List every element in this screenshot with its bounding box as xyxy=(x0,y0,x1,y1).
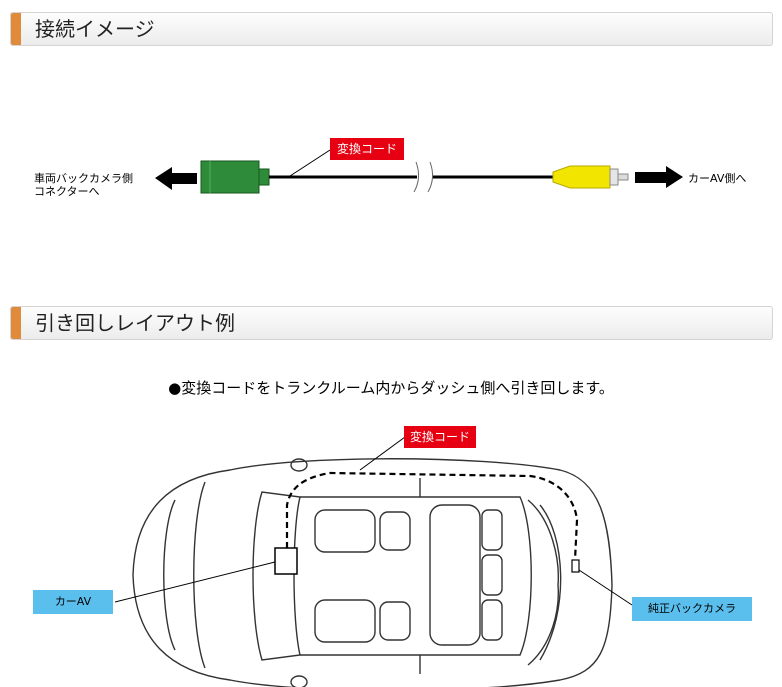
car-outline-icon xyxy=(132,458,613,687)
left-arrow-icon xyxy=(155,167,197,190)
cord-tag-top: 変換コード xyxy=(330,138,404,160)
rear-camera-icon xyxy=(571,559,580,573)
cord-tag-layout: 変換コード xyxy=(404,426,476,448)
cord-tag-pointer xyxy=(289,149,331,177)
section-title-connection: 接続イメージ xyxy=(35,17,155,41)
car-av-tag: カーAV xyxy=(33,590,113,614)
camera-tag: 純正バックカメラ xyxy=(632,597,752,621)
car-av-unit-icon xyxy=(274,547,298,575)
left-label-line1: 車両バックカメラ側 xyxy=(34,172,133,185)
right-label: カーAV側へ xyxy=(688,172,747,185)
cord-break-icon xyxy=(413,161,434,193)
rca-plug-icon xyxy=(552,165,629,189)
left-label-line2: コネクターへ xyxy=(34,185,100,198)
section-header-layout: 引き回しレイアウト例 xyxy=(10,306,773,340)
car-av-pointer xyxy=(114,561,276,603)
cord-pointer xyxy=(359,436,406,471)
layout-note: ●変換コードをトランクルーム内からダッシュ側へ引き回します。 xyxy=(168,379,614,397)
right-arrow-icon xyxy=(635,166,683,188)
section-title-layout: 引き回しレイアウト例 xyxy=(35,311,235,335)
header-accent xyxy=(11,13,21,45)
camera-pointer xyxy=(578,569,633,606)
header-accent xyxy=(11,307,21,339)
cord-route xyxy=(285,471,579,561)
section-header-connection: 接続イメージ xyxy=(10,12,773,46)
